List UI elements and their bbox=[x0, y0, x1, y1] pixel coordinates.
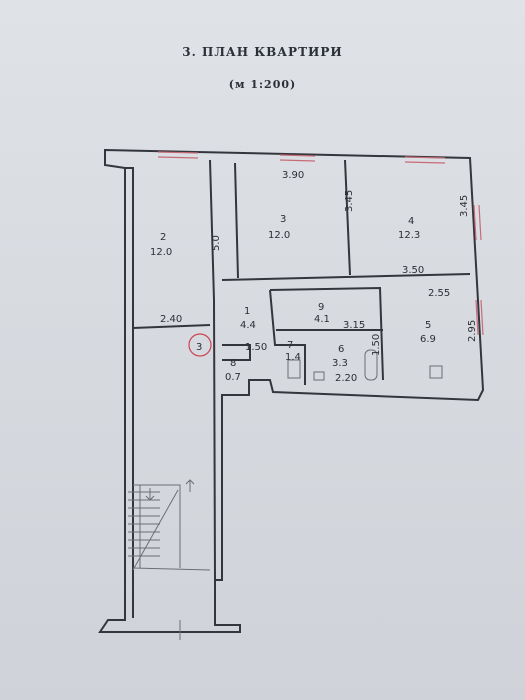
room-3-area: 12.0 bbox=[268, 230, 290, 241]
room-4-id: 4 bbox=[408, 216, 414, 227]
room-1-id: 1 bbox=[244, 306, 250, 317]
dim-2-40: 2.40 bbox=[160, 314, 182, 325]
plan-title: 3. ПЛАН КВАРТИРИ bbox=[182, 45, 343, 59]
partition-1 bbox=[132, 324, 211, 329]
dim-3-45-a: 3.45 bbox=[344, 190, 355, 212]
marker-circle bbox=[188, 333, 212, 357]
dim-2-20: 2.20 bbox=[335, 373, 357, 384]
room-9-area: 4.1 bbox=[314, 314, 330, 325]
dim-2-55: 2.55 bbox=[428, 288, 450, 299]
dim-3-50: 3.50 bbox=[402, 265, 424, 276]
partition-8 bbox=[222, 344, 251, 361]
room-8-area: 0.7 bbox=[225, 372, 241, 383]
room-2-id: 2 bbox=[160, 232, 166, 243]
room-7-area: 1.4 bbox=[285, 352, 301, 363]
room-5-id: 5 bbox=[425, 320, 431, 331]
stair-wall-left bbox=[125, 167, 134, 618]
room-1-area: 4.4 bbox=[240, 320, 256, 331]
marker-label: 3 bbox=[196, 342, 202, 353]
stair-treads bbox=[128, 491, 160, 557]
room-9-id: 9 bbox=[318, 302, 324, 313]
dim-3-45-b: 3.45 bbox=[459, 195, 470, 217]
room-3-id: 3 bbox=[280, 214, 286, 225]
window-1 bbox=[157, 151, 199, 159]
window-5 bbox=[475, 299, 484, 336]
room-2-area: 12.0 bbox=[150, 247, 172, 258]
partition-4 bbox=[234, 162, 239, 279]
stair-landing bbox=[132, 567, 211, 571]
window-4 bbox=[473, 204, 482, 241]
corridor-wall bbox=[209, 159, 216, 581]
room-6-area: 3.3 bbox=[332, 358, 348, 369]
bathtub-icon bbox=[364, 349, 378, 381]
dim-2-95: 2.95 bbox=[467, 320, 478, 342]
dim-3-90: 3.90 bbox=[282, 170, 304, 181]
room-6-id: 6 bbox=[338, 344, 344, 355]
partition-5 bbox=[269, 289, 306, 385]
toilet-icon bbox=[287, 359, 301, 379]
dim-3-15: 3.15 bbox=[343, 320, 365, 331]
arrow-down-icon bbox=[145, 488, 155, 501]
stair-flight bbox=[132, 484, 181, 571]
outer-wall bbox=[98, 148, 485, 633]
dim-5-0: 5.0 bbox=[211, 235, 222, 251]
window-2 bbox=[279, 154, 316, 162]
room-4-area: 12.3 bbox=[398, 230, 420, 241]
arrow-up-icon bbox=[185, 479, 195, 492]
dim-1-50-b: 1.50 bbox=[371, 334, 382, 356]
dim-1-50: 1.50 bbox=[245, 342, 267, 353]
room-7-id: 7 bbox=[287, 340, 293, 351]
stove-icon bbox=[429, 365, 443, 379]
window-3 bbox=[404, 156, 446, 164]
partition-2 bbox=[221, 273, 471, 281]
partition-3 bbox=[344, 159, 351, 276]
room-5-area: 6.9 bbox=[420, 334, 436, 345]
plan-scale: (м 1:200) bbox=[228, 78, 297, 91]
sink-icon bbox=[313, 371, 325, 381]
room-8-id: 8 bbox=[230, 358, 236, 369]
partition-6 bbox=[269, 286, 384, 381]
